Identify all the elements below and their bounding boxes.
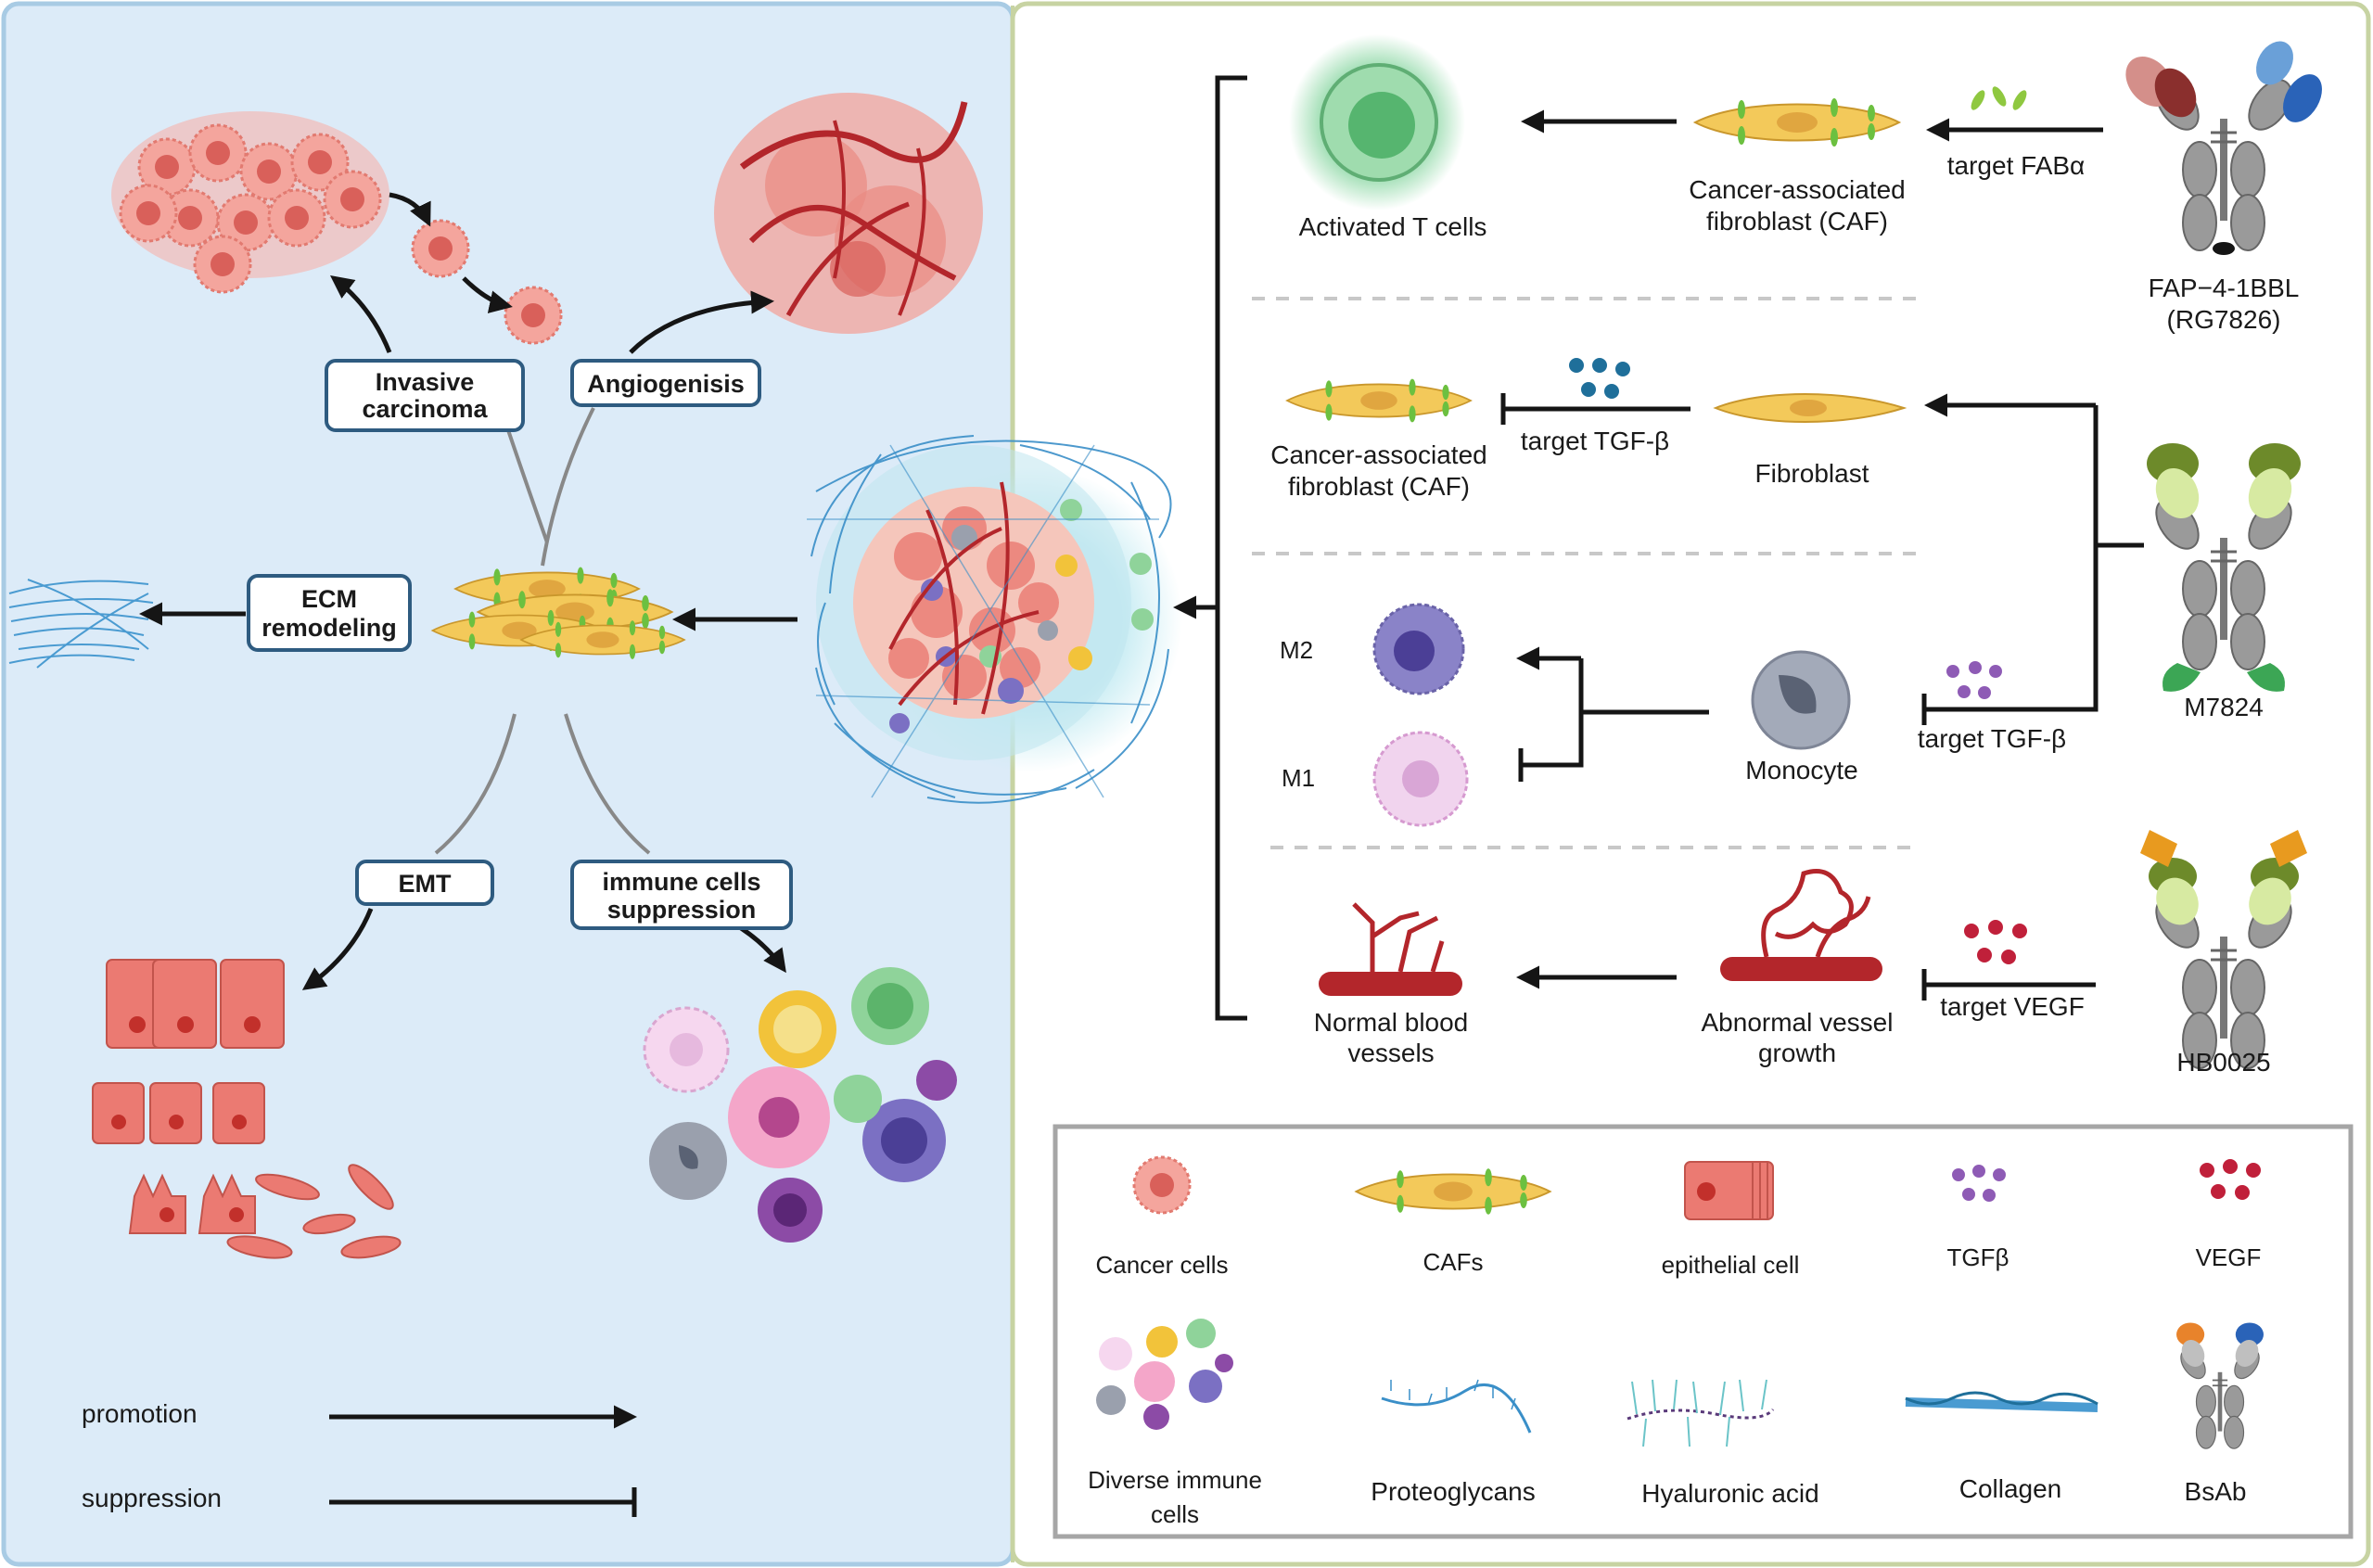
m7824-label: M7824 [2184, 693, 2264, 721]
emt-label: EMT [355, 860, 494, 906]
right-bracket [1173, 75, 1247, 1021]
legend-cancer-cell-icon [1132, 1155, 1192, 1215]
abnormal-line2: growth [1758, 1039, 1836, 1067]
legend-cancer-cells-label: Cancer cells [1095, 1251, 1228, 1279]
emt-text: EMT [399, 870, 453, 898]
m7824-antibody-icon [2146, 443, 2302, 692]
row-hb0025-vessels: Normal blood vessels Abnormal vessel gro… [1314, 830, 2307, 1077]
normal-vessel-icon [1319, 972, 1462, 996]
fap-4-1bbl-label: FAP−4-1BBL [2149, 274, 2300, 302]
fibroblast-label: Fibroblast [1755, 459, 1869, 488]
ecm-remodeling-label: ECM remodeling [247, 574, 412, 652]
legend-collagen-icon [1905, 1391, 2099, 1412]
tumor-microenvironment-illustration [807, 435, 1182, 804]
legend-proteoglycans-icon [1381, 1379, 1532, 1434]
legend-proteoglycans-label: Proteoglycans [1371, 1477, 1535, 1506]
immune-cells-illustration [643, 967, 957, 1243]
legend-bsab-icon [2175, 1322, 2265, 1450]
m2-label: M2 [1280, 636, 1313, 664]
hb0025-antibody-icon [2140, 830, 2307, 1070]
immune-line1: immune cells [602, 868, 760, 896]
collagen-fibers-left [8, 579, 154, 669]
legend-hyaluronic-label: Hyaluronic acid [1641, 1479, 1818, 1508]
invasive-carcinoma-label: Invasive carcinoma [325, 359, 525, 432]
invasive-carcinoma-line1: Invasive [376, 368, 475, 396]
normal-line2: vessels [1347, 1039, 1434, 1067]
legend-immune-line1: Diverse immune [1088, 1466, 1262, 1494]
invasive-carcinoma-line2: carcinoma [362, 395, 488, 423]
m7824-connectors [1921, 405, 2144, 725]
normal-line1: Normal blood [1314, 1008, 1469, 1037]
ecm-line1: ECM [301, 585, 357, 613]
abnormal-vessel-icon [1720, 957, 1882, 981]
immune-line2: suppression [607, 896, 757, 924]
monocyte-label: Monocyte [1745, 756, 1857, 784]
rg7826-label: (RG7826) [2167, 305, 2281, 334]
caf-row2-line1: Cancer-associated [1270, 440, 1486, 469]
caf-row2-line2: fibroblast (CAF) [1288, 472, 1470, 501]
promotion-label: promotion [82, 1399, 198, 1428]
caf-row1-line2: fibroblast (CAF) [1706, 207, 1888, 236]
suppression-label: suppression [82, 1484, 222, 1512]
legend-immune-icon [1096, 1319, 1233, 1430]
legend-bsab-label: BsAb [2185, 1477, 2247, 1506]
hb0025-label: HB0025 [2176, 1048, 2270, 1077]
invasive-carcinoma-illustration [111, 111, 563, 345]
abnormal-line1: Abnormal vessel [1702, 1008, 1894, 1037]
target-tgf-row3-label: target TGF-β [1918, 724, 2066, 753]
legend-vegf-icon [2200, 1159, 2261, 1200]
angiogenesis-label: Angiogenisis [570, 359, 761, 407]
target-fab-label: target FABα [1947, 151, 2085, 180]
row-m7824-monocyte: M2 M1 Monocyte target TGF-β M7824 [1280, 443, 2302, 827]
ecm-line2: remodeling [262, 614, 397, 642]
caf-row1-line1: Cancer-associated [1689, 175, 1905, 204]
m1-label: M1 [1282, 764, 1315, 792]
legend-cafs-label: CAFs [1423, 1248, 1484, 1276]
target-vegf-label: target VEGF [1940, 992, 2085, 1021]
activated-t-cells-label: Activated T cells [1299, 212, 1487, 241]
legend-epithelial-label: epithelial cell [1662, 1251, 1800, 1279]
emt-illustration [92, 959, 402, 1259]
angiogenesis-illustration [714, 93, 983, 334]
legend-collagen-label: Collagen [1959, 1474, 2062, 1503]
legend-immune-line2: cells [1151, 1500, 1199, 1528]
legend-box: Cancer cells CAFs epithelial cell TGFβ V… [1053, 1124, 2354, 1539]
row-tgf-caf: Cancer-associated fibroblast (CAF) targe… [1270, 358, 2096, 501]
row-fap-4-1bbl: Activated T cells Cancer-associated fibr… [1289, 34, 2322, 334]
legend-hyaluronic-icon [1627, 1379, 1775, 1447]
immune-suppression-label: immune cells suppression [570, 860, 793, 930]
legend-tgfb-icon [1952, 1165, 2006, 1202]
legend-epithelial-icon [1684, 1161, 1774, 1220]
legend-vegf-label: VEGF [2196, 1243, 2262, 1271]
angiogenesis-text: Angiogenisis [587, 370, 745, 398]
arrow-legend: promotion suppression [82, 1399, 637, 1517]
legend-tgfb-label: TGFβ [1947, 1243, 2009, 1271]
fap-4-1bbl-antibody-icon [2125, 41, 2322, 255]
target-tgf-row2-label: target TGF-β [1521, 427, 1669, 455]
